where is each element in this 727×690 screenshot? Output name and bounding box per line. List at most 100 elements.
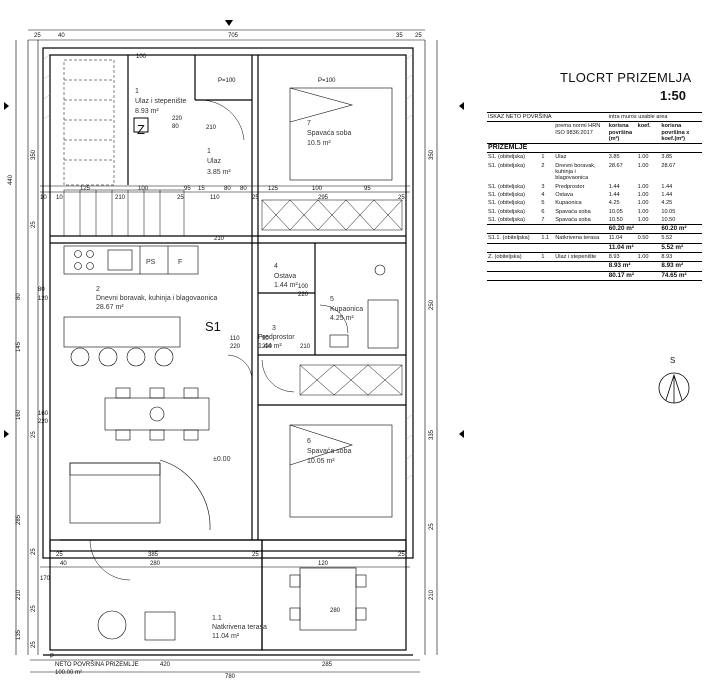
table-cell: 3 (541, 183, 545, 190)
table-cell: 2 (541, 162, 545, 169)
dim-right-2: 335 (429, 429, 435, 440)
dim-bottom-5: 40 (60, 561, 67, 567)
z-area: 8.93 (608, 254, 620, 261)
small-dim-11: 160 (38, 411, 49, 417)
table-header-right: intra muros usable area (607, 111, 702, 123)
dim-row-5: 80 (240, 186, 247, 192)
terrace-area: 11.04 (608, 235, 623, 242)
col-area: korisna površina (m²) (608, 123, 633, 142)
table-cell: S1. (obiteljska) (488, 200, 525, 207)
dim-bottom-2: 25 (252, 552, 259, 558)
area-table: ISKAZ NETO POVRŠINA intra muros usable a… (487, 111, 702, 281)
dimension-lines (15, 29, 438, 673)
dim-row-12: 25 (177, 195, 184, 201)
dim-left-0: 440 (8, 174, 14, 185)
small-dim-4: 90 (262, 336, 269, 342)
z-unit: Z. (obiteljska) (488, 254, 522, 261)
dim-left-10: 25 (31, 605, 37, 612)
table-cell: 1.44 (661, 191, 673, 198)
terrace-name: Natkrivena terasa (555, 235, 600, 242)
room-6-area: 10.05 m² (307, 458, 335, 465)
north-arrow-icon (658, 372, 690, 404)
room-1-1-number: 1.1 (212, 615, 222, 622)
f-label: F (178, 259, 182, 266)
subtotal-3-area-coef: 8.93 m² (660, 261, 702, 272)
dim-row-14: 25 (252, 195, 259, 201)
table-cell: 4.25 (661, 200, 673, 207)
door-label-2: P=100 (318, 78, 336, 84)
terrace-furniture (97, 567, 367, 641)
table-cell: S1. (obiteljska) (488, 208, 525, 215)
dim-bottom-9: 780 (225, 674, 236, 680)
table-cell: 5 (541, 200, 545, 207)
wardrobes (261, 199, 403, 396)
table-cell: 28.67 (661, 162, 676, 169)
dim-left-5: 160 (16, 409, 22, 420)
room-5-number: 5 (330, 296, 334, 303)
small-dim-9: 80 (38, 287, 45, 293)
dim-row-4: 210 (206, 125, 217, 131)
dim-bottom-8: 285 (322, 662, 333, 668)
table-cell: 1.00 (637, 183, 649, 190)
room-1-1-area: 11.04 m² (212, 633, 240, 640)
room-1b-number: 1 (207, 148, 211, 155)
table-cell: Kupaonica (555, 200, 582, 207)
dim-row-3: 80 (224, 186, 231, 192)
table-cell: 1.00 (637, 200, 649, 207)
z-label: Z (137, 122, 145, 137)
dimension-text: 40 705 35 25 25 125 100 95 80 210 80 125… (8, 33, 435, 680)
dining-table (104, 387, 210, 441)
room-4-number: 4 (274, 263, 278, 270)
dim-right-0: 350 (429, 149, 435, 160)
col-area-coef: korisna površina x koef.(m²) (661, 123, 690, 142)
table-cell: 1.44 (608, 183, 620, 190)
dim-left-2: 80 (16, 293, 22, 300)
dim-bottom-6: 280 (330, 608, 341, 614)
table-cell: 28.67 (608, 162, 623, 169)
dim-left-6: 25 (31, 431, 37, 438)
dim-row-9: 15 (198, 186, 205, 192)
dim-top-4: 25 (415, 33, 422, 39)
table-cell: Predprostor (555, 183, 585, 190)
table-cell: 1 (541, 154, 545, 161)
room-2-name: Dnevni boravak, kuhinja i blagovaonica (96, 295, 218, 302)
lounge (69, 459, 211, 531)
small-dim-3: 210 (214, 236, 225, 242)
room-6-name: Spavaća soba (307, 448, 351, 455)
bottom-note-title: NETO POVRŠINA PRIZEMLJE (55, 661, 139, 668)
dim-row-7: 100 (312, 186, 323, 192)
terrace-unit: S1.1. (obiteljska) (488, 235, 530, 242)
table-cell: S1. (obiteljska) (488, 183, 525, 190)
dim-left-7: 285 (16, 514, 22, 525)
table-cell: 1.00 (637, 216, 649, 223)
room-3-name: Predprostor (258, 334, 295, 341)
dim-right-3: 210 (429, 589, 435, 600)
room-6-number: 6 (307, 438, 311, 445)
dim-row-1: 100 (138, 186, 149, 192)
room-1-1-name: Natkrivena terasa (212, 624, 267, 631)
room-1b-area: 3.85 m² (207, 169, 231, 176)
dim-row-17: 10 (56, 195, 63, 201)
dim-top-0: 40 (58, 33, 65, 39)
section-markers (4, 20, 464, 438)
dim-top-2: 35 (396, 33, 403, 39)
bathroom-fixtures (329, 264, 399, 349)
dim-left-3: 145 (16, 341, 22, 352)
room-5-area: 4.25 m² (330, 315, 354, 322)
dim-left-1: 350 (31, 149, 37, 160)
table-cell: 1.00 (637, 154, 649, 161)
dim-bottom-1: 385 (148, 552, 159, 558)
subtotal-2-area-coef: 5.52 m² (660, 242, 702, 253)
dim-bottom-7: 420 (160, 662, 171, 668)
room-3-area: 1.44 m² (258, 343, 282, 350)
room-7-number: 7 (307, 120, 311, 127)
room-4-area: 1.44 m² (274, 282, 298, 289)
table-cell: Spavaća soba (555, 216, 591, 223)
table-cell: S1. (obiteljska) (488, 216, 525, 223)
level-marker: ±0.00 (213, 456, 231, 463)
